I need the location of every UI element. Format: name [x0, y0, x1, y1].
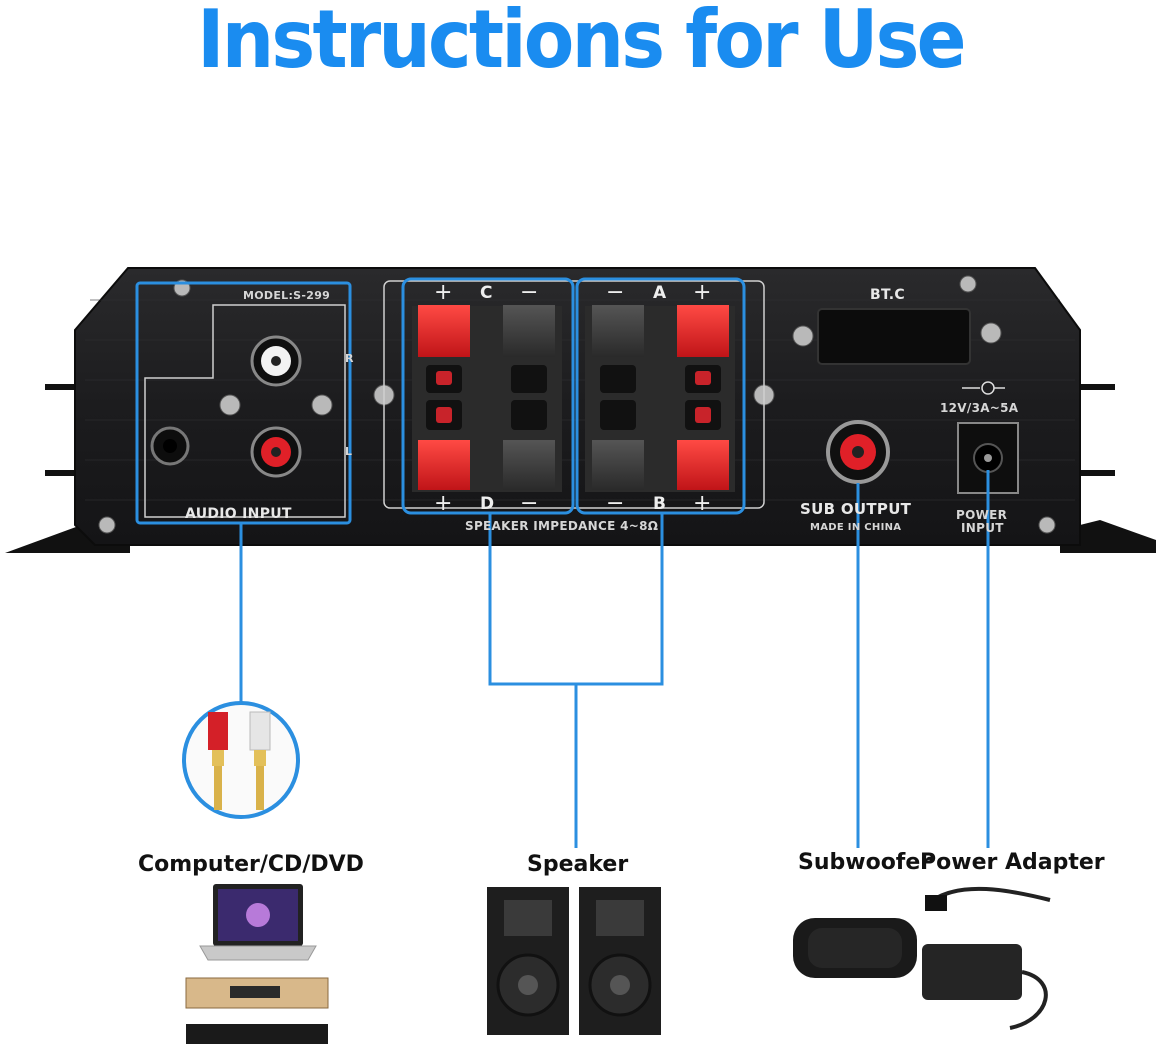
bt-connect-button [817, 308, 971, 365]
right-foot [1060, 520, 1156, 553]
terminal-a-minus: − [606, 280, 625, 305]
audio-input-label: AUDIO INPUT [185, 506, 292, 522]
terminal-c-minus: − [520, 280, 539, 305]
power-spec-label: 12V/3A~5A [940, 401, 1019, 415]
terminal-b-letter: B [653, 494, 666, 514]
terminal-b-plus: + [693, 491, 712, 516]
rca-cable-icon [182, 701, 300, 819]
caption-subwoofer: Subwoofer [798, 850, 932, 875]
terminal-c-letter: C [480, 283, 493, 303]
page-title: Instructions for Use [197, 0, 966, 86]
made-in-label: MADE IN CHINA [810, 522, 902, 533]
terminal-d-minus: − [520, 491, 539, 516]
subwoofer-icon [793, 918, 917, 978]
sub-output-label: SUB OUTPUT [800, 500, 912, 518]
channel-l-label: L [345, 445, 353, 458]
channel-r-label: R [345, 352, 354, 365]
model-label: MODEL:S-299 [243, 289, 331, 302]
terminal-c-plus: + [434, 280, 453, 305]
caption-adapter: Power Adapter [920, 850, 1105, 875]
audio-input-highlight [135, 281, 352, 525]
terminal-d-letter: D [480, 494, 495, 514]
speaker-terminal-block [412, 305, 735, 492]
connection-guide-lines [239, 470, 990, 848]
power-input-label-2: INPUT [961, 521, 1004, 535]
caption-source: Computer/CD/DVD [138, 852, 364, 877]
terminal-b-minus: − [606, 491, 625, 516]
speaker-cd-highlight [401, 277, 575, 515]
power-input-label-1: POWER [956, 508, 1008, 522]
bookshelf-speaker-icon [487, 887, 661, 1035]
terminal-a-plus: + [693, 280, 712, 305]
laptop-icon [199, 884, 317, 961]
dc-polarity-icon [962, 381, 1005, 395]
terminal-d-plus: + [434, 491, 453, 516]
dvd-player-icon [185, 977, 329, 1044]
terminal-a-letter: A [653, 283, 667, 303]
speaker-impedance-label: SPEAKER IMPEDANCE 4~8Ω [465, 519, 659, 533]
caption-speaker: Speaker [527, 852, 629, 877]
bt-label: BT.C [870, 287, 905, 303]
power-adapter-icon [922, 886, 1051, 1030]
